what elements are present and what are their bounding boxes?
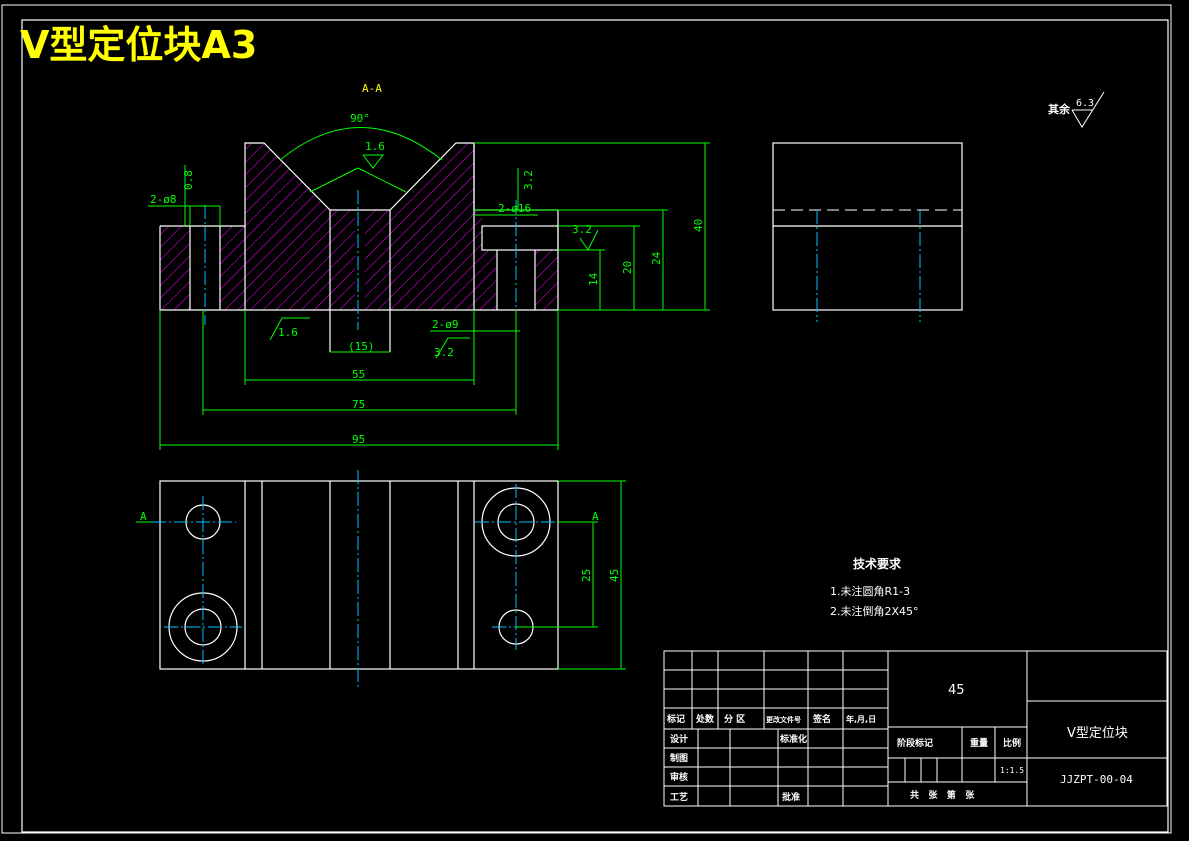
rough-v: 1.6 [365,140,385,153]
tech-req-item-2: 2.未注倒角2X45° [830,604,919,618]
tech-req-item-1: 1.未注圆角R1-3 [830,584,910,598]
drawing-number: JJZPT-00-04 [1060,773,1133,786]
tb-role-design: 设计 [670,733,688,745]
plan-section-a-right: A [592,510,599,523]
dim-25: 25 [580,569,593,582]
dim-55: 55 [352,368,365,381]
tb-header-date: 年,月,日 [846,714,876,724]
front-centerlines [204,190,517,330]
dim-14: 14 [587,272,600,286]
tb-approve: 批准 [782,791,800,803]
tb-header-count: 处数 [695,713,715,725]
roughness-other-value: 6.3 [1076,98,1094,109]
dim-24: 24 [650,251,663,265]
part-name: V型定位块 [1067,726,1128,741]
dim-angle: 90° [350,112,370,125]
dim-counterbore: 2-ø16 [498,202,531,215]
dim-95: 95 [352,433,365,446]
tb-header-doc: 更改文件号 [766,715,801,724]
tb-role-draw: 制图 [670,752,688,764]
dim-40: 40 [692,219,705,232]
roughness-other-label: 其余 [1048,102,1071,116]
inner-border [21,19,1169,833]
tb-header-mark: 标记 [666,713,685,725]
dim-75: 75 [352,398,365,411]
dim-hole-through: 2-ø9 [432,318,459,331]
front-outline [159,142,559,352]
title-block: 45 V型定位块 JJZPT-00-04 1:1.5 标记 处数 分 区 更改文… [663,650,1168,807]
tb-role-process: 工艺 [670,791,688,803]
dim-20: 20 [621,261,634,274]
tb-weight: 重量 [970,737,988,749]
dim-slot: (15) [348,340,375,353]
front-dimensions [148,127,710,450]
rough-bottom: 1.6 [278,326,298,339]
roughness-other: 其余 6.3 [1048,91,1105,128]
front-section-view: A-A [148,82,710,450]
tb-role-check: 审核 [670,771,688,783]
tb-header-zone: 分 区 [724,713,745,725]
front-dim-texts: 90° 1.6 2-ø8 0.8 3.2 2-ø16 3.2 1.6 2-ø9 … [150,112,705,446]
tb-scale-label: 比例 [1003,737,1021,749]
tech-requirements: 技术要求 1.未注圆角R1-3 2.未注倒角2X45° [830,556,919,618]
dim-hole-small: 2-ø8 [150,193,177,206]
tb-header-sign: 签名 [812,713,831,725]
plan-section-a-left: A [140,510,147,523]
tb-stage-mark: 阶段标记 [897,737,933,749]
drawing-title: V型定位块A3 [20,23,257,67]
side-view [772,142,963,322]
outer-border [1,4,1172,834]
tb-standardize: 标准化 [779,733,807,745]
material: 45 [948,683,965,698]
rough-left-hole: 0.8 [182,170,195,190]
tech-req-heading: 技术要求 [853,556,902,571]
scale-value: 1:1.5 [1000,766,1024,775]
plan-view: A A 25 45 [136,470,626,690]
hatch-areas [160,143,558,310]
rough-right-hole: 3.2 [522,170,535,190]
rough-counterbore: 3.2 [572,223,592,236]
dim-45: 45 [608,569,621,582]
tb-sheets: 共 张 第 张 [910,789,975,801]
rough-small-hole: 3.2 [434,346,454,359]
section-label: A-A [362,82,382,95]
